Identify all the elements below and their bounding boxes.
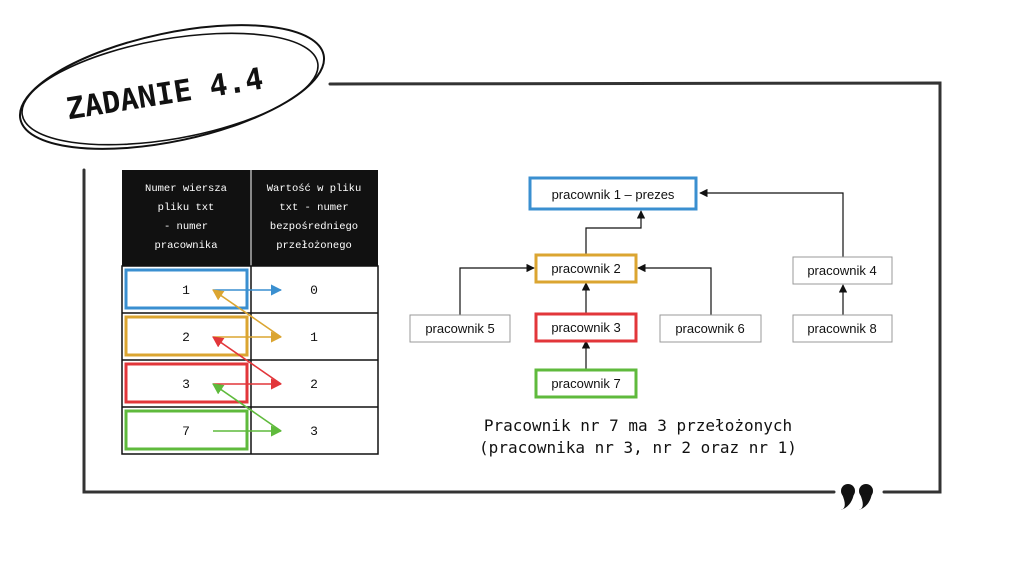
row-2-left: 2 — [182, 330, 190, 345]
node-pracownik-1: pracownik 1 – prezes — [528, 176, 698, 211]
row-4-highlight — [124, 409, 249, 451]
arrow-yellow-diagonal — [212, 289, 282, 338]
frame-top-right — [328, 81, 942, 494]
tree-connectors — [459, 188, 848, 370]
node-p6-label: pracownik 6 — [675, 321, 744, 336]
row-1-highlight — [124, 268, 249, 310]
outer-frame — [82, 81, 942, 494]
node-pracownik-7: pracownik 7 — [534, 368, 638, 399]
header-right-line-2: txt - numer — [279, 202, 348, 214]
row-4-right: 3 — [310, 424, 318, 439]
node-p1-label: pracownik 1 – prezes — [552, 187, 675, 202]
quote-mark-icon — [841, 484, 873, 510]
arrow-red-diagonal — [212, 336, 282, 385]
row-4-left: 7 — [182, 424, 190, 439]
mapping-table: Numer wiersza pliku txt - numer pracowni… — [121, 170, 379, 455]
caption-line-1: Pracownik nr 7 ma 3 przełożonych — [484, 416, 792, 435]
caption-line-2: (pracownika nr 3, nr 2 oraz nr 1) — [479, 438, 797, 457]
header-left-line-4: pracownika — [154, 240, 217, 252]
table-cells: 1 0 2 1 3 2 7 3 — [182, 283, 318, 439]
node-p8-label: pracownik 8 — [807, 321, 876, 336]
table-grid — [121, 265, 379, 455]
caption: Pracownik nr 7 ma 3 przełożonych (pracow… — [479, 416, 797, 457]
edge-p4-p1 — [699, 188, 844, 257]
header-right-line-1: Wartość w pliku — [267, 183, 362, 195]
header-left-line-3: - numer — [164, 221, 208, 233]
edge-p5-p2 — [459, 263, 535, 315]
node-pracownik-5: pracownik 5 — [409, 314, 511, 343]
frame-bottom-left — [82, 168, 836, 494]
row-2-right: 1 — [310, 330, 318, 345]
row-1-left: 1 — [182, 283, 190, 298]
edge-p2-p1 — [585, 210, 646, 255]
edge-p6-p2 — [637, 263, 712, 315]
node-pracownik-2: pracownik 2 — [534, 253, 638, 284]
header-left-line-1: Numer wiersza — [145, 183, 227, 195]
node-p3-label: pracownik 3 — [551, 320, 620, 335]
org-tree: pracownik 1 – prezes pracownik 2 pracown… — [409, 176, 893, 399]
page-title: ZADANIE 4.4 — [64, 62, 266, 128]
header-right-line-3: bezpośredniego — [270, 221, 358, 233]
arrow-green-diagonal — [212, 383, 282, 432]
node-p5-label: pracownik 5 — [425, 321, 494, 336]
row-2-highlight — [124, 315, 249, 357]
row-3-highlight — [124, 362, 249, 404]
node-pracownik-3: pracownik 3 — [534, 312, 638, 343]
row-3-right: 2 — [310, 377, 318, 392]
node-pracownik-8: pracownik 8 — [792, 314, 893, 343]
node-pracownik-4: pracownik 4 — [792, 256, 893, 285]
table-header-left: Numer wiersza pliku txt - numer pracowni… — [145, 183, 227, 252]
node-p2-label: pracownik 2 — [551, 261, 620, 276]
node-p7-label: pracownik 7 — [551, 376, 620, 391]
row-3-left: 3 — [182, 377, 190, 392]
title-badge: ZADANIE 4.4 — [18, 24, 326, 150]
table-header-bg — [122, 170, 378, 266]
row-1-right: 0 — [310, 283, 318, 298]
header-left-line-2: pliku txt — [158, 202, 215, 214]
node-pracownik-6: pracownik 6 — [659, 314, 762, 343]
table-header-right: Wartość w pliku txt - numer bezpośrednie… — [267, 183, 362, 252]
header-right-line-4: przełożonego — [276, 240, 352, 252]
node-p4-label: pracownik 4 — [807, 263, 876, 278]
